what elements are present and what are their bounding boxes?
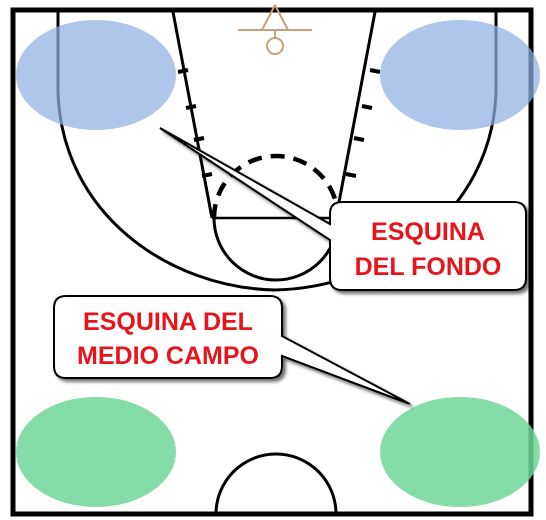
baseline-callout — [159, 127, 527, 291]
midcourt-corner-left-zone — [16, 397, 176, 507]
baseline-callout-bubble — [159, 127, 527, 291]
midcourt-callout — [53, 295, 411, 405]
baseline-callout-line1: ESQUINA — [371, 218, 485, 246]
lane-hash-marks — [177, 68, 381, 178]
free-throw-circle-top — [211, 153, 341, 219]
midcourt-callout-line2: MEDIO CAMPO — [77, 342, 259, 370]
baseline-corner-left-zone — [16, 20, 176, 130]
midcourt-callout-line1: ESQUINA DEL — [83, 308, 253, 336]
center-circle — [214, 452, 338, 515]
midcourt-corner-right-zone — [380, 397, 540, 507]
baseline-callout-line2: DEL FONDO — [355, 253, 502, 281]
basket — [238, 4, 312, 55]
midcourt-callout-bubble — [53, 295, 411, 405]
baseline-corner-right-zone — [380, 20, 540, 130]
three-point-line — [56, 12, 498, 292]
free-throw-lane — [171, 11, 377, 219]
